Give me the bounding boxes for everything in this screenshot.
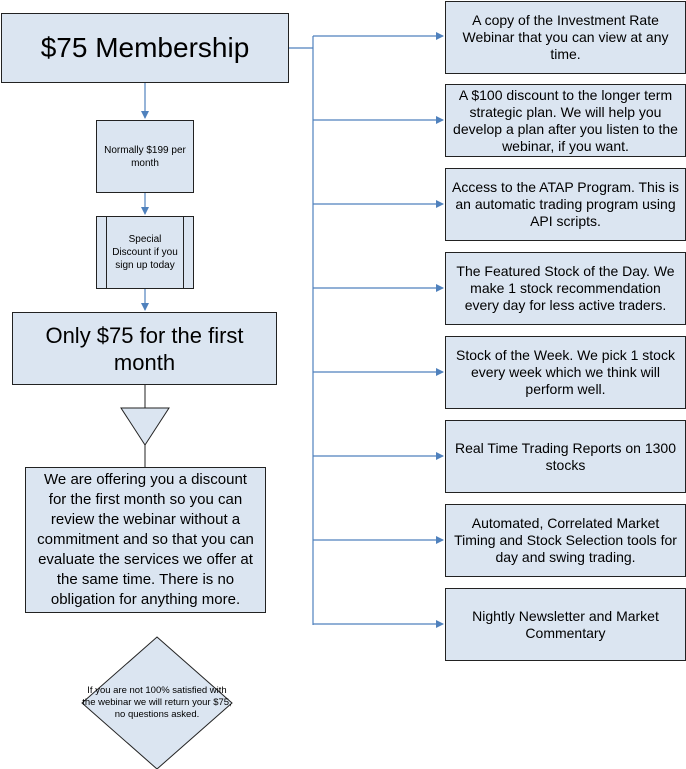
special-discount-box: Special Discount if you sign up today [96, 216, 194, 289]
benefit-box-5: Stock of the Week. We pick 1 stock every… [445, 336, 686, 409]
benefit-box-1: A copy of the Investment Rate Webinar th… [445, 1, 686, 74]
benefit-text: Nightly Newsletter and Market Commentary [472, 607, 659, 641]
benefit-box-6: Real Time Trading Reports on 1300 stocks [445, 420, 686, 493]
normal-price-box: Normally $199 per month [96, 120, 194, 193]
benefit-text: A copy of the Investment Rate Webinar th… [462, 12, 669, 62]
benefit-text: A $100 discount to the longer term strat… [453, 86, 678, 154]
membership-title-box: $75 Membership [1, 13, 289, 83]
only-price-text: Only $75 for the first month [45, 322, 244, 375]
merge-triangle [120, 407, 170, 446]
benefit-text: Real Time Trading Reports on 1300 stocks [454, 439, 676, 473]
guarantee-diamond [81, 636, 233, 769]
benefit-text: Stock of the Week. We pick 1 stock every… [456, 347, 675, 397]
benefit-box-7: Automated, Correlated Market Timing and … [445, 504, 686, 577]
benefit-box-8: Nightly Newsletter and Market Commentary [445, 588, 686, 661]
benefit-box-4: The Featured Stock of the Day. We make 1… [445, 252, 686, 325]
benefit-text: Access to the ATAP Program. This is an a… [452, 179, 679, 229]
benefit-text: The Featured Stock of the Day. We make 1… [456, 263, 675, 313]
offer-box: We are offering you a discount for the f… [25, 467, 266, 613]
offer-text: We are offering you a discount for the f… [37, 471, 254, 608]
normal-price-text: Normally $199 per month [104, 144, 186, 169]
guarantee-text: If you are not 100% satisfied with the w… [82, 685, 232, 720]
only-price-box: Only $75 for the first month [12, 312, 277, 385]
process-bar-left [106, 217, 107, 288]
benefit-box-2: A $100 discount to the longer term strat… [445, 84, 686, 157]
process-bar-right [183, 217, 184, 288]
benefit-box-3: Access to the ATAP Program. This is an a… [445, 168, 686, 241]
special-discount-text: Special Discount if you sign up today [112, 234, 178, 271]
benefit-text: Automated, Correlated Market Timing and … [454, 515, 677, 565]
membership-title: $75 Membership [40, 32, 250, 63]
